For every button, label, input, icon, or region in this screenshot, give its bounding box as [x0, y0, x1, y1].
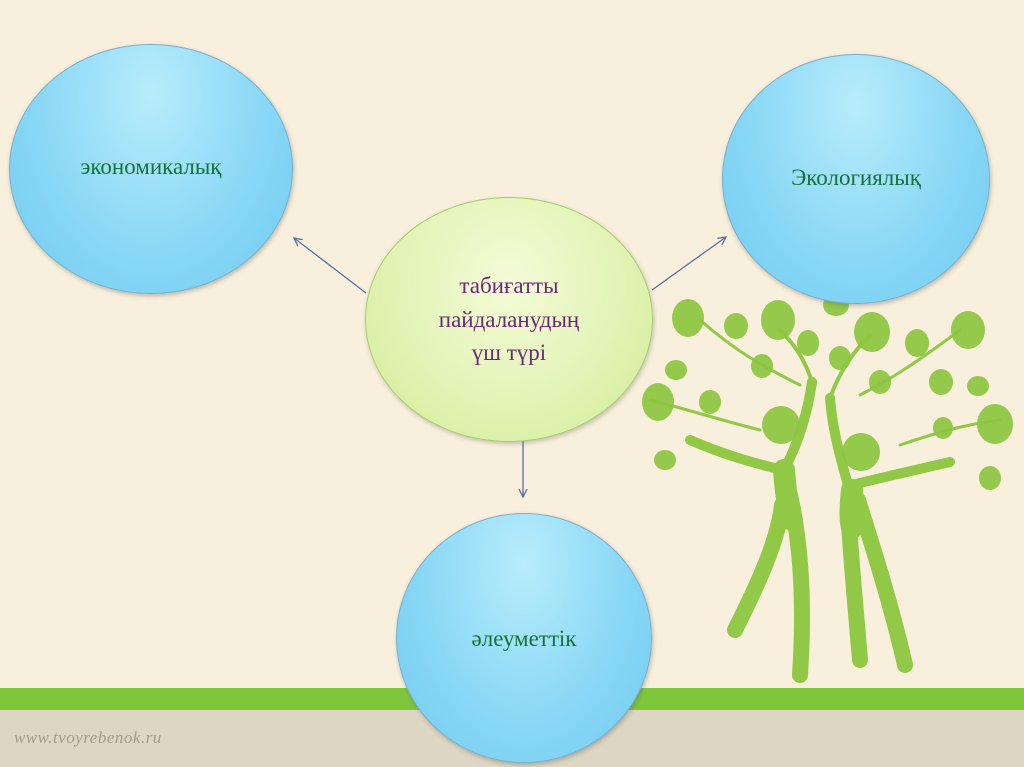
economic-label: экономикалық — [80, 154, 222, 179]
social-label: әлеуметтік — [471, 626, 577, 651]
ecological-label: Экологиялық — [791, 165, 921, 190]
center-label-line: табиғатты — [459, 273, 559, 299]
arrow-to-economic — [294, 238, 367, 294]
ecological-node: Экологиялық — [722, 54, 990, 304]
economic-node: экономикалық — [9, 44, 293, 294]
watermark: www.tvoyrebenok.ru — [14, 728, 162, 747]
center-label-line: пайдаланудың — [438, 306, 580, 332]
social-node: әлеуметтік — [396, 513, 652, 763]
center-label: табиғатты пайдаланудың үш түрі — [439, 269, 579, 369]
center-label-line: үш түрі — [471, 340, 547, 366]
arrow-to-ecological — [651, 237, 726, 291]
center-node: табиғатты пайдаланудың үш түрі — [365, 197, 653, 442]
